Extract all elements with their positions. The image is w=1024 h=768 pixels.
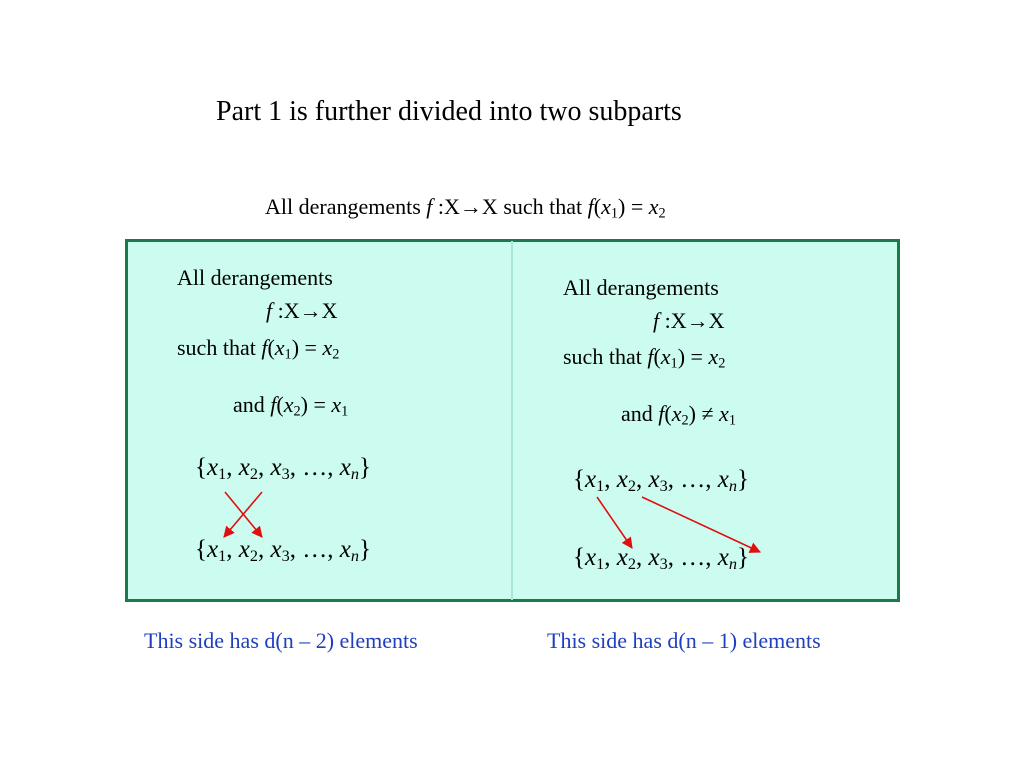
right-set-codomain: {x1, x2, x3, …, xn} — [573, 544, 749, 574]
right-line1: All derangements — [563, 275, 719, 300]
arrow-x1-to-x2-right — [596, 496, 633, 549]
arrow-x2-to-x1-left — [223, 491, 263, 538]
left-set-codomain: {x1, x2, x3, …, xn} — [195, 536, 371, 566]
left-condition2: and f(x2) = x1 — [233, 392, 349, 420]
right-condition2: and f(x2) ≠ x1 — [621, 401, 736, 429]
left-mapping: f :X→X — [266, 298, 338, 323]
left-condition1: such that f(x1) = x2 — [177, 335, 340, 363]
right-set-domain: {x1, x2, x3, …, xn} — [573, 466, 749, 496]
header-condition: All derangements f :X→X such that f(x1) … — [265, 194, 666, 222]
left-line1: All derangements — [177, 265, 333, 290]
right-condition1: such that f(x1) = x2 — [563, 344, 726, 372]
left-set-domain: {x1, x2, x3, …, xn} — [195, 454, 371, 484]
left-caption: This side has d(n – 2) elements — [144, 628, 418, 653]
right-caption: This side has d(n – 1) elements — [547, 628, 821, 653]
arrow-x2-to-xn-right — [641, 496, 762, 553]
header-prefix: All derangements — [265, 194, 421, 219]
right-mapping: f :X→X — [653, 308, 725, 333]
panel-divider — [511, 241, 513, 600]
slide-title: Part 1 is further divided into two subpa… — [216, 96, 682, 127]
